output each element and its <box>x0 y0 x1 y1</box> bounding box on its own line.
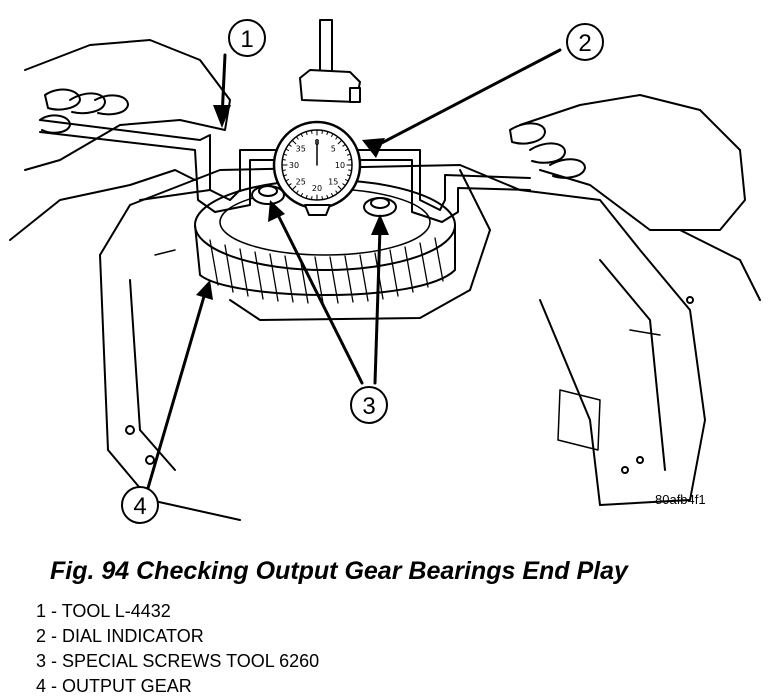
arrowhead-4 <box>196 280 213 300</box>
dial-number: 25 <box>296 177 306 186</box>
callout-2-label: 2 <box>578 30 591 57</box>
technical-illustration: 0 5 10 15 20 25 30 35 1 2 3 4 <box>0 0 768 540</box>
callout-4: 4 <box>122 487 158 523</box>
arrowhead-1 <box>213 105 231 128</box>
callout-2: 2 <box>567 24 603 60</box>
legend-separator: - <box>46 651 62 671</box>
figure-caption: Fig. 94 Checking Output Gear Bearings En… <box>50 557 628 586</box>
legend-list: 1 - TOOL L-4432 2 - DIAL INDICATOR 3 - S… <box>36 599 319 699</box>
arrowhead-2 <box>362 138 385 158</box>
callout-1: 1 <box>229 20 265 56</box>
legend-item: 4 - OUTPUT GEAR <box>36 674 319 699</box>
figure-code: 80afb4f1 <box>655 492 706 507</box>
legend-item: 3 - SPECIAL SCREWS TOOL 6260 <box>36 649 319 674</box>
legend-text: TOOL L-4432 <box>62 601 171 621</box>
legend-number: 3 <box>36 651 46 671</box>
legend-number: 4 <box>36 676 46 696</box>
legend-separator: - <box>46 626 62 646</box>
dial-indicator: 0 5 10 15 20 25 30 35 <box>274 20 360 215</box>
dial-number: 10 <box>335 161 345 170</box>
legend-separator: - <box>46 601 62 621</box>
callout-4-label: 4 <box>133 493 146 520</box>
dial-number: 5 <box>331 145 336 154</box>
legend-text: OUTPUT GEAR <box>62 676 192 696</box>
legend-item: 1 - TOOL L-4432 <box>36 599 319 624</box>
legend-item: 2 - DIAL INDICATOR <box>36 624 319 649</box>
leader-arrow-4 <box>148 293 205 488</box>
legend-text: DIAL INDICATOR <box>62 626 204 646</box>
legend-separator: - <box>46 676 62 696</box>
leader-arrow-2 <box>372 50 560 148</box>
callout-1-label: 1 <box>240 26 253 53</box>
dial-number: 20 <box>312 184 322 193</box>
legend-number: 1 <box>36 601 46 621</box>
legend-text: SPECIAL SCREWS TOOL 6260 <box>62 651 319 671</box>
leader-arrow-3a <box>278 215 362 383</box>
dial-number: 0 <box>314 138 319 147</box>
right-hand <box>510 95 760 300</box>
dial-number: 15 <box>328 177 338 186</box>
callout-3-label: 3 <box>362 393 375 420</box>
legend-number: 2 <box>36 626 46 646</box>
dial-number: 35 <box>296 145 306 154</box>
dial-number: 30 <box>289 161 299 170</box>
arrowhead-3b <box>371 214 389 235</box>
callout-3: 3 <box>351 387 387 423</box>
